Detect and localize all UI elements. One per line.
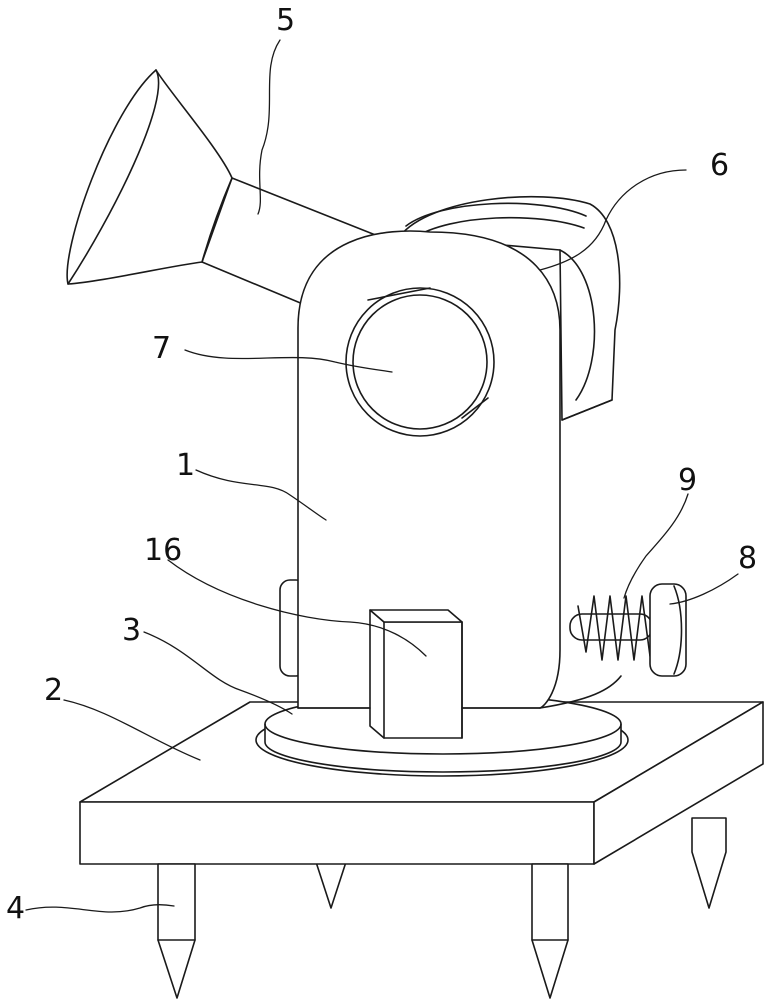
leader-5 xyxy=(258,40,280,214)
spike-back-right xyxy=(692,818,726,908)
label-6: 6 xyxy=(710,148,729,183)
label-9: 9 xyxy=(678,463,697,498)
label-2: 2 xyxy=(44,673,63,708)
label-1: 1 xyxy=(176,448,195,483)
label-7: 7 xyxy=(152,331,171,366)
axle-hole xyxy=(346,288,494,436)
leader-9 xyxy=(624,494,688,598)
leader-4 xyxy=(26,905,174,912)
leader-2 xyxy=(64,700,200,760)
label-8: 8 xyxy=(738,541,757,576)
label-3: 3 xyxy=(122,613,141,648)
label-5: 5 xyxy=(276,3,295,38)
label-16: 16 xyxy=(144,533,182,568)
spike-front-left xyxy=(158,864,195,998)
leader-3 xyxy=(144,632,292,714)
spike-back-middle xyxy=(316,862,346,908)
label-4: 4 xyxy=(6,891,25,926)
spike-front-right xyxy=(532,864,568,998)
locking-knob xyxy=(650,584,686,676)
